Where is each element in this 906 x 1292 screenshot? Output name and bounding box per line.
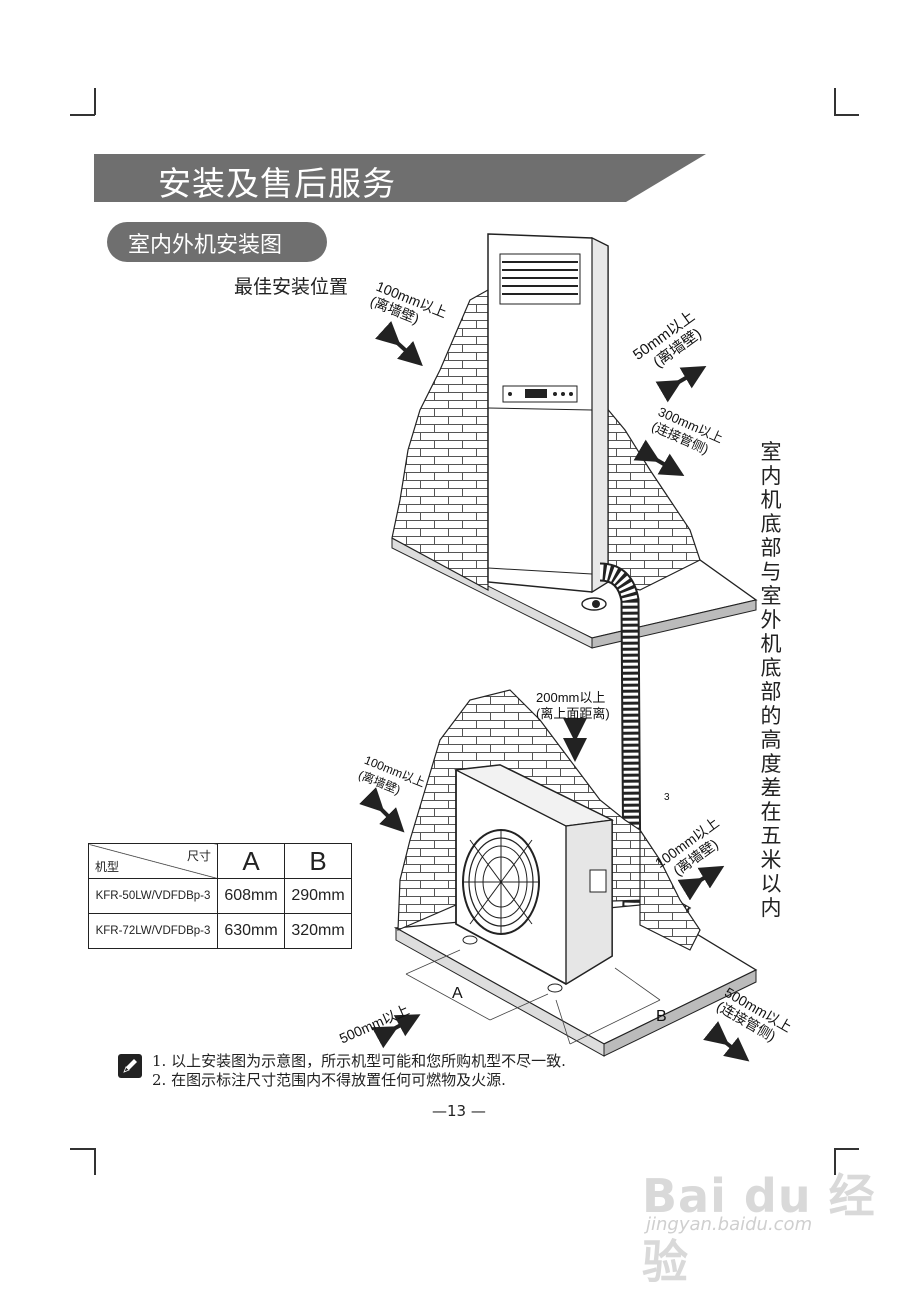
section-pill	[107, 222, 327, 262]
best-position-label: 最佳安装位置	[234, 276, 349, 298]
crop-mark-tl	[70, 114, 95, 116]
section-title: 室内外机安装图	[128, 233, 283, 258]
indoor-left-wall	[391, 288, 489, 592]
height-difference-note: 室内机底部与室外机底部的高度差在五米以内	[760, 440, 782, 920]
table-col-a: A	[217, 843, 285, 879]
table-row: KFR-72LW/VDFDBp-3 630mm 320mm	[88, 913, 352, 949]
crop-mark-br	[834, 1148, 836, 1175]
dimension-table: 尺寸 机型 A B KFR-50LW/VDFDBp-3 608mm 290mm …	[88, 843, 352, 949]
watermark-url: jingyan.baidu.com	[646, 1214, 813, 1235]
page-number: —13 —	[432, 1102, 486, 1120]
outdoor-unit	[453, 764, 615, 993]
note-pencil-icon	[118, 1054, 142, 1078]
crop-mark-tr	[834, 114, 859, 116]
dimension-lines	[405, 949, 661, 1045]
crop-mark-bl	[94, 1148, 96, 1175]
note-item: 2. 在图示标注尺寸范围内不得放置任何可燃物及火源.	[152, 1071, 506, 1089]
title-bar	[94, 154, 706, 202]
pipe-mark: 3	[664, 792, 670, 803]
table-col-b: B	[284, 843, 352, 879]
crop-mark-br	[834, 1148, 859, 1150]
indoor-unit	[487, 233, 609, 611]
table-row: KFR-50LW/VDFDBp-3 608mm 290mm	[88, 878, 352, 914]
label-outdoor-top: 200mm以上 (离上面距离)	[536, 690, 610, 721]
crop-mark-bl	[70, 1148, 95, 1150]
table-corner-header: 尺寸 机型	[88, 843, 218, 879]
spacing-arrows	[359, 321, 750, 1062]
crop-mark-tr	[834, 88, 836, 115]
dimension-a-label: A	[452, 985, 463, 1002]
outdoor-right-wall	[639, 828, 701, 951]
dimension-b-label: B	[656, 1008, 667, 1025]
notes: 1. 以上安装图为示意图，所示机型可能和您所购机型不尽一致. 2. 在图示标注尺…	[152, 1052, 566, 1090]
crop-mark-tl	[94, 88, 96, 115]
note-item: 1. 以上安装图为示意图，所示机型可能和您所购机型不尽一致.	[152, 1052, 566, 1070]
page-title: 安装及售后服务	[158, 164, 396, 203]
